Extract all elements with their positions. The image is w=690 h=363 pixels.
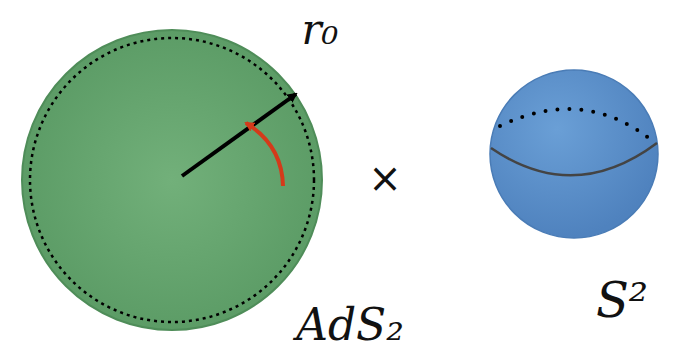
- space-label: AdS₂: [296, 303, 404, 347]
- ads2-disk: [22, 30, 322, 330]
- product-sign: ×: [368, 158, 402, 198]
- radius-label: r₀: [302, 9, 339, 51]
- equator-back: [500, 109, 655, 143]
- equator-front: [491, 143, 657, 175]
- rotation-arrow: [246, 123, 283, 186]
- sphere: [490, 70, 658, 238]
- sphere-label: S²: [596, 276, 648, 324]
- boundary-circle: [30, 38, 314, 322]
